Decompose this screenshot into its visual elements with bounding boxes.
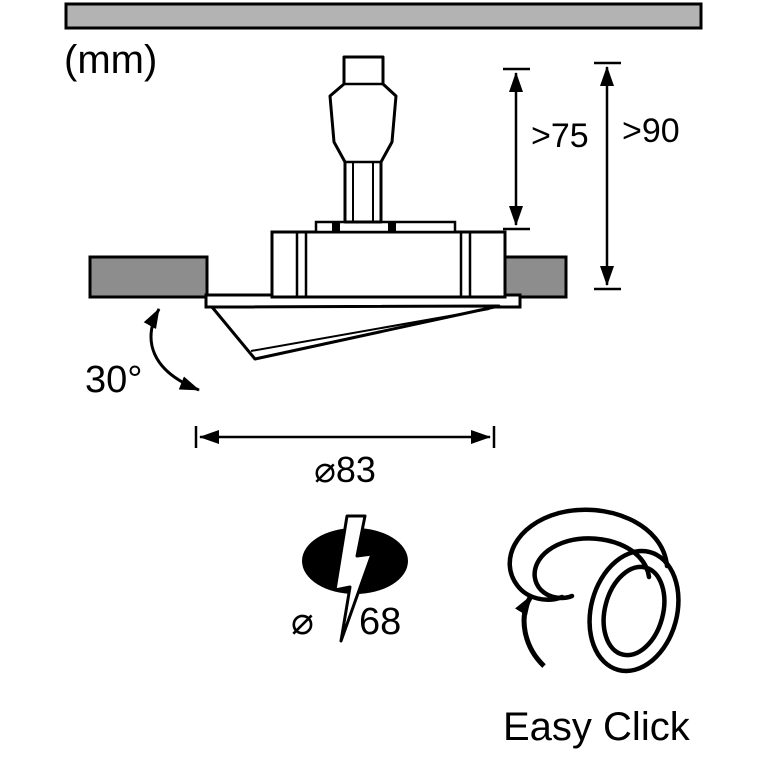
coil-open-end-inner [601,564,667,658]
dimension-outer-diameter: ⌀83 [194,426,496,490]
coil-inner-loop [532,536,652,601]
dimension-tilt-angle: 30° [85,308,200,401]
ceiling-block-left [88,255,209,299]
easy-click-group: Easy Click [503,507,691,749]
easy-click-label: Easy Click [503,705,691,749]
unit-label: (mm) [64,38,157,82]
clamp-screw-right [388,223,396,231]
tilt-angle-label: 30° [85,359,142,401]
dimension-recess-depth: >75 [503,67,589,231]
coil-open-end-outer [587,548,681,674]
connector-stem [328,55,398,224]
ceiling-block-right [503,255,568,299]
fixture-cross-section [204,55,522,361]
cutout-diameter-value: 68 [359,601,401,643]
mounting-plate [314,220,457,234]
cutout-diameter-symbol: ⌀ [291,601,314,643]
ceiling-bar [64,2,703,30]
lightning-bolt-icon [333,514,374,643]
install-height-label: >90 [622,112,680,150]
bezel-rim-line [250,308,490,352]
dimension-install-height: >90 [594,61,680,291]
cutout-hole-icon: ⌀ 68 [291,514,408,643]
tilt-arc-arrow [143,308,200,392]
outer-diameter-label: ⌀83 [314,449,376,490]
curved-arrow-icon [515,594,546,668]
clamp-screw-left [332,223,340,231]
recess-depth-label: >75 [531,117,589,155]
coil-outer-loop [507,507,670,602]
